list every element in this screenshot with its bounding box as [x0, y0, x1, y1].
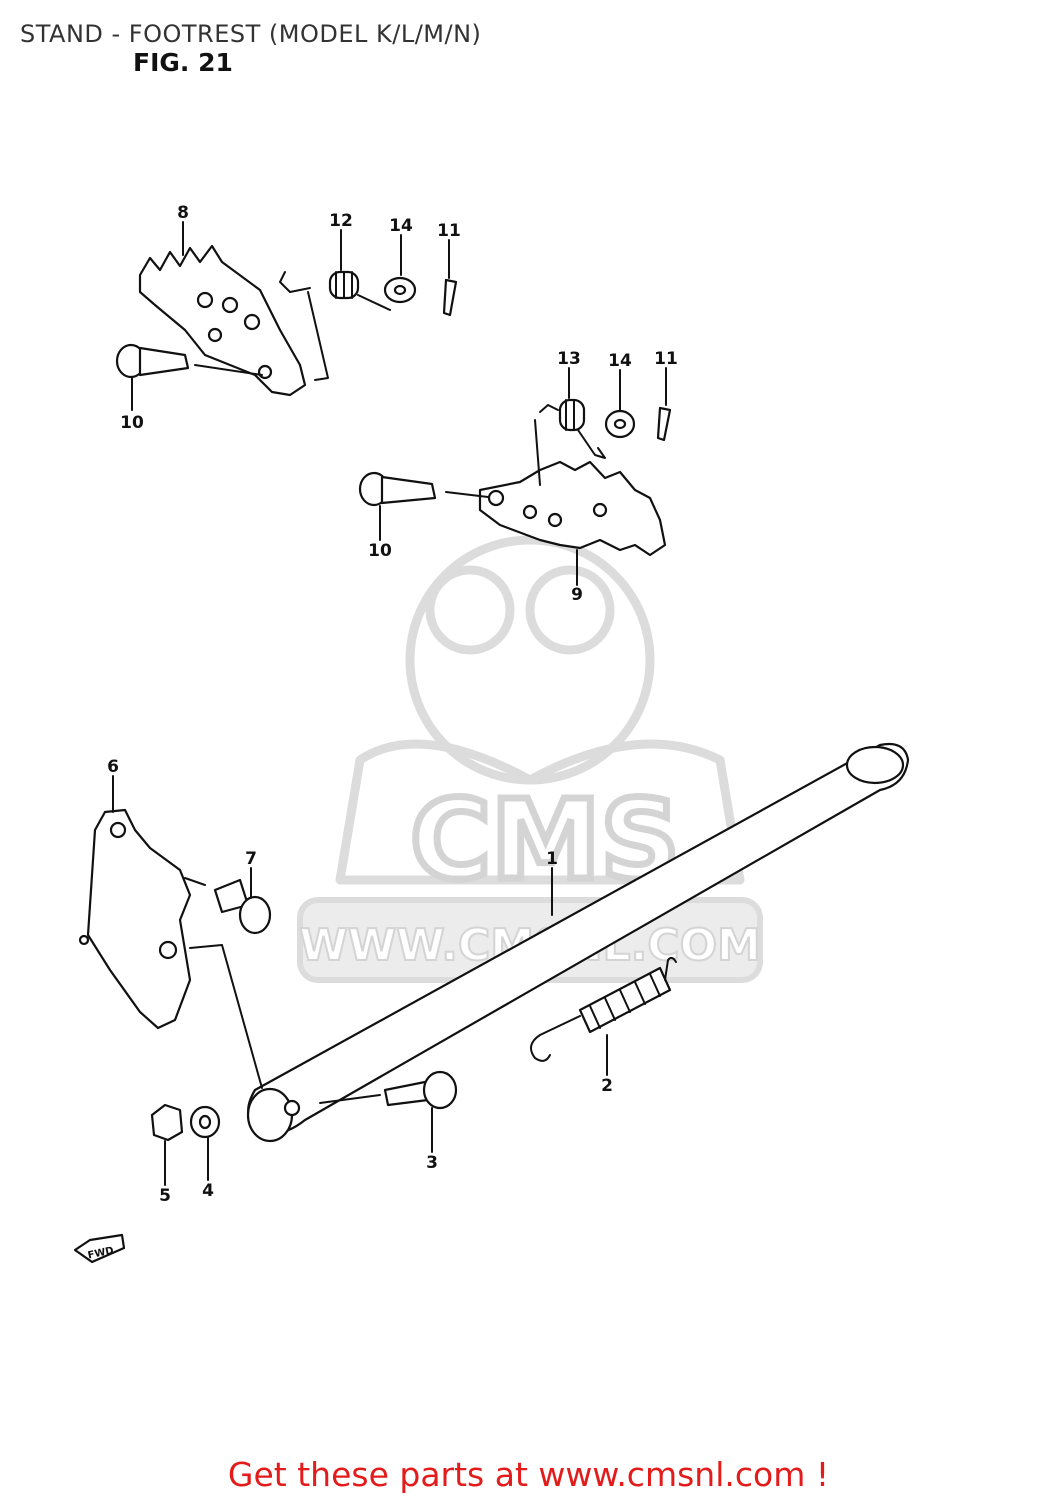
- part-4-washer-hole: [198, 1114, 212, 1130]
- callout-7: 7: [245, 849, 257, 869]
- part-12-spring: [279, 270, 391, 381]
- callout-2: 2: [601, 1076, 613, 1096]
- leader-lines: [112, 221, 667, 1186]
- part-1-stand: [189, 742, 910, 1143]
- part-11-cotter-pin: [656, 406, 672, 442]
- page-title: STAND - FOOTREST (MODEL K/L/M/N): [20, 20, 482, 48]
- fwd-label: FWD: [87, 1245, 115, 1261]
- figure-label: FIG. 21: [133, 48, 233, 77]
- part-5-nut: [150, 1103, 184, 1142]
- part-3-bolt: [319, 1070, 458, 1110]
- callout-13: 13: [557, 349, 581, 369]
- part-13-spring: [534, 398, 606, 486]
- callout-4: 4: [202, 1181, 214, 1201]
- watermark-mascot-body: [335, 739, 745, 885]
- part-6-bracket: [78, 808, 192, 1030]
- callout-11: 11: [654, 349, 678, 369]
- part-9-footrest-right: [478, 460, 667, 557]
- part-8-footrest-left: [138, 244, 307, 397]
- callout-14: 14: [389, 216, 413, 236]
- callout-10: 10: [120, 413, 144, 433]
- part-10-pin-lower: [358, 471, 489, 507]
- parts-diagram: CMS WWW.CMSNL.COM: [73, 203, 910, 1264]
- get-parts-link[interactable]: Get these parts at www.cmsnl.com !: [227, 1455, 830, 1494]
- callout-11: 11: [437, 221, 461, 241]
- part-7-bolt: [184, 877, 272, 935]
- callout-3: 3: [426, 1153, 438, 1173]
- watermark-mascot-goggle: [525, 565, 615, 655]
- watermark-mascot-goggle: [425, 565, 515, 655]
- callout-12: 12: [329, 211, 353, 231]
- part-11-cotter-pin: [442, 278, 458, 317]
- callout-6: 6: [107, 757, 119, 777]
- part-10-pin-upper: [115, 343, 263, 379]
- part-14-washer-hole: [613, 418, 627, 430]
- fwd-direction-marker: FWD: [73, 1233, 126, 1264]
- callout-14: 14: [608, 351, 632, 371]
- callout-8: 8: [177, 203, 189, 223]
- watermark: CMS WWW.CMSNL.COM: [297, 535, 763, 983]
- part-14-washer-hole: [393, 284, 407, 296]
- callout-5: 5: [159, 1186, 171, 1206]
- callout-1: 1: [546, 849, 558, 869]
- part-2-spring: [530, 956, 677, 1062]
- callout-10: 10: [368, 541, 392, 561]
- callout-9: 9: [571, 585, 583, 605]
